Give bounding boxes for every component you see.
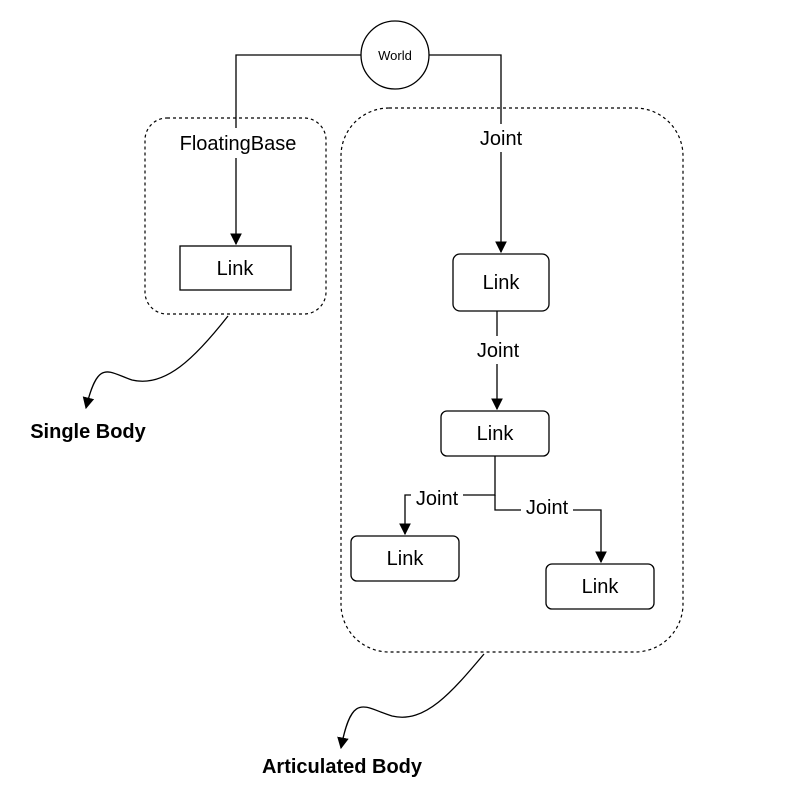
floatingbase-label-bg	[207, 128, 265, 158]
right-link-node	[545, 563, 655, 610]
world-node	[360, 20, 430, 90]
joint-label-mid-to-left: Joint	[416, 488, 459, 510]
articulated-body-connector	[337, 653, 485, 750]
mid-link-label: Link	[477, 423, 515, 445]
single-link-label: Link	[217, 258, 255, 280]
floatingbase-label: FloatingBase	[180, 133, 297, 155]
joint-label-world-to-root: Joint	[480, 128, 523, 150]
root-link-label: Link	[483, 272, 521, 294]
articulated-body-caption: Articulated Body	[262, 756, 423, 778]
left-link-node	[350, 535, 460, 582]
joint-label-bg-2	[471, 336, 525, 364]
joint-label-mid-to-right: Joint	[526, 497, 569, 519]
joint-label-bg-1	[474, 124, 528, 152]
root-link-node	[452, 253, 550, 312]
left-link-label: Link	[387, 548, 425, 570]
world-label: World	[378, 48, 412, 63]
single-body-caption: Single Body	[30, 421, 146, 443]
joint-label-bg-4	[521, 496, 573, 522]
single-link-node	[179, 245, 292, 291]
edge-world-to-single-link	[230, 54, 361, 246]
right-link-label: Link	[582, 576, 620, 598]
joint-label-root-to-mid: Joint	[477, 340, 520, 362]
single-body-connector	[82, 315, 229, 410]
articulated-body-group	[340, 107, 684, 653]
mid-link-node	[440, 410, 550, 457]
joint-label-bg-3	[411, 484, 463, 510]
edge-world-to-root-link	[429, 54, 507, 254]
